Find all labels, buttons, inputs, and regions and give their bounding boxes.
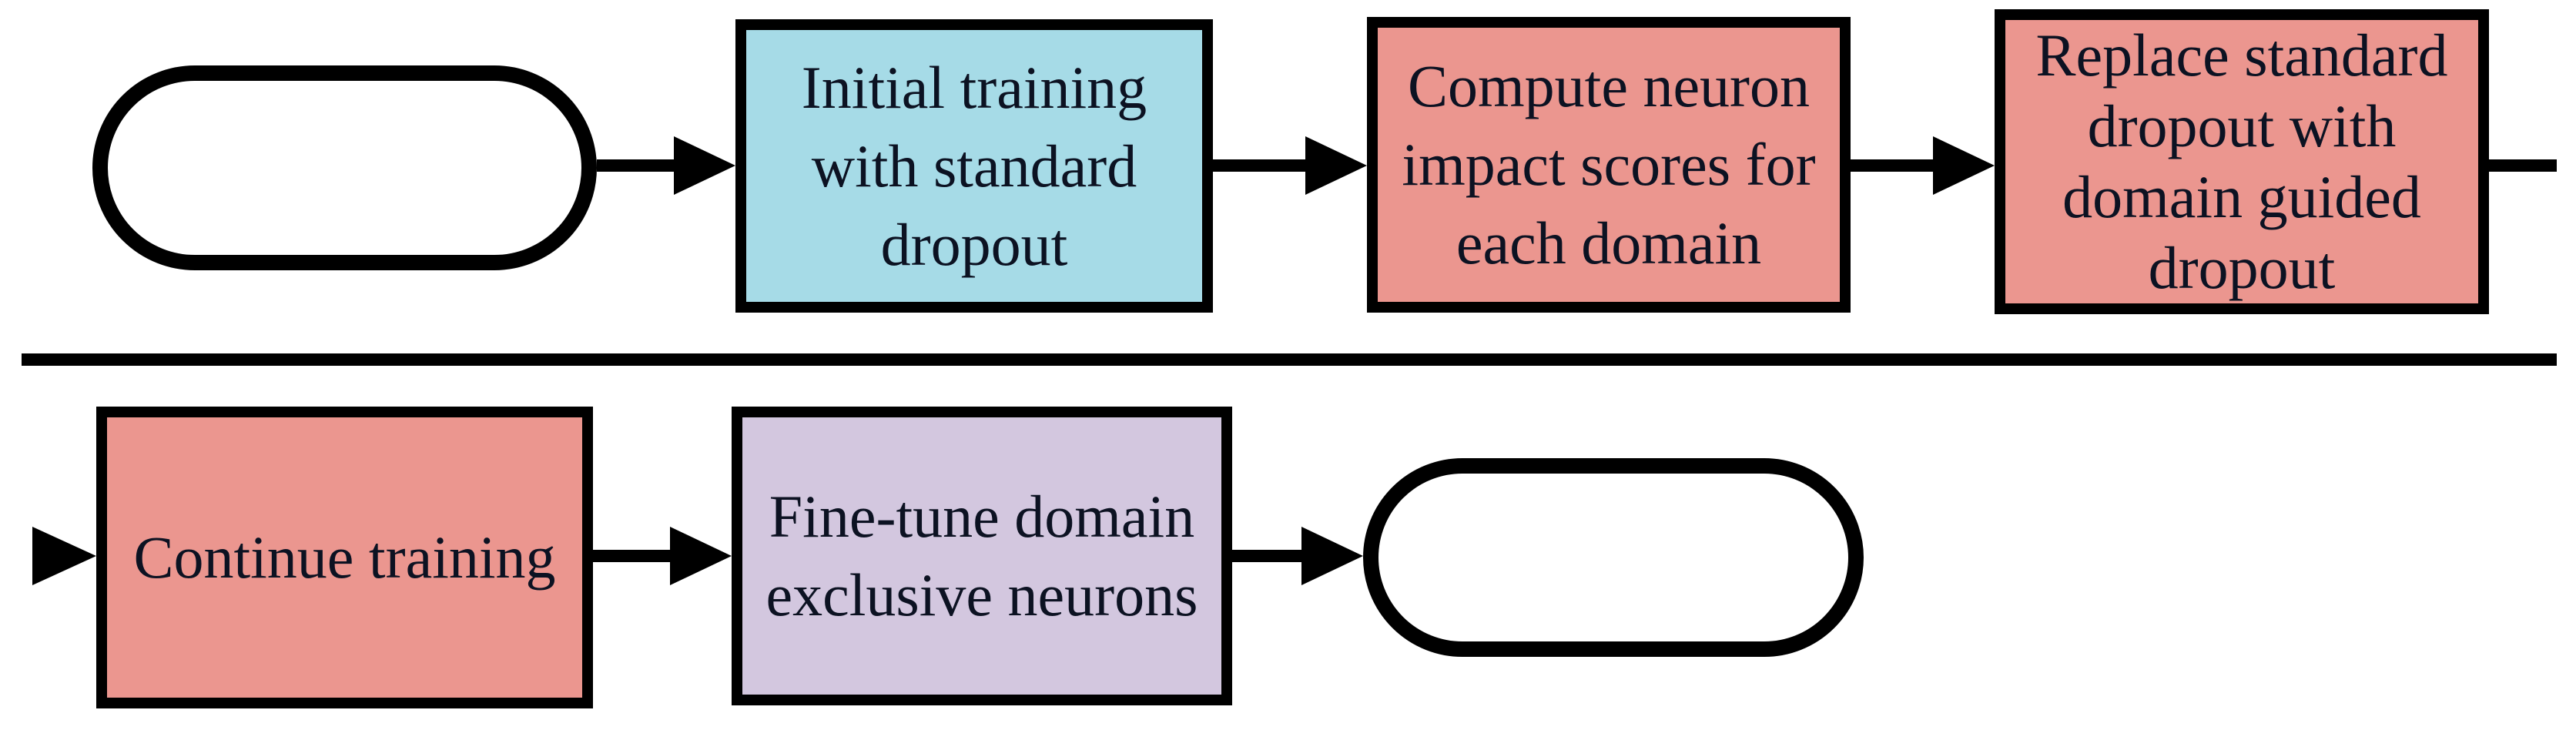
arrowhead-right-icon <box>674 136 735 195</box>
arrowhead-right-icon <box>1301 527 1363 585</box>
node-initial-training: Initial training with standard dropout <box>735 19 1213 313</box>
arrow-line <box>591 550 673 562</box>
node-end-terminal <box>1363 458 1864 657</box>
connector-segment-across <box>22 353 2557 366</box>
arrowhead-right-icon <box>1305 136 1367 195</box>
node-compute-scores-label: Compute neuron impact scores for each do… <box>1402 52 1816 276</box>
arrow-line <box>597 159 678 172</box>
node-continue-training: Continue training <box>96 407 593 708</box>
arrow-line <box>1849 159 1936 172</box>
node-fine-tune: Fine-tune domain exclusive neurons <box>732 407 1232 705</box>
arrowhead-right-icon <box>670 527 732 585</box>
arrow-line <box>1231 550 1305 562</box>
node-initial-training-label: Initial training with standard dropout <box>801 53 1147 278</box>
node-compute-scores: Compute neuron impact scores for each do… <box>1367 17 1851 313</box>
arrow-line <box>1211 159 1308 172</box>
arrowhead-right-icon <box>32 527 96 585</box>
node-replace-dropout-label: Replace standard dropout with domain gui… <box>2035 22 2448 301</box>
node-start-terminal <box>92 65 597 270</box>
node-continue-training-label: Continue training <box>133 524 556 591</box>
node-replace-dropout: Replace standard dropout with domain gui… <box>1995 9 2489 314</box>
node-fine-tune-label: Fine-tune domain exclusive neurons <box>765 483 1198 628</box>
arrowhead-right-icon <box>1933 136 1995 195</box>
connector-segment-exit <box>2487 159 2557 172</box>
